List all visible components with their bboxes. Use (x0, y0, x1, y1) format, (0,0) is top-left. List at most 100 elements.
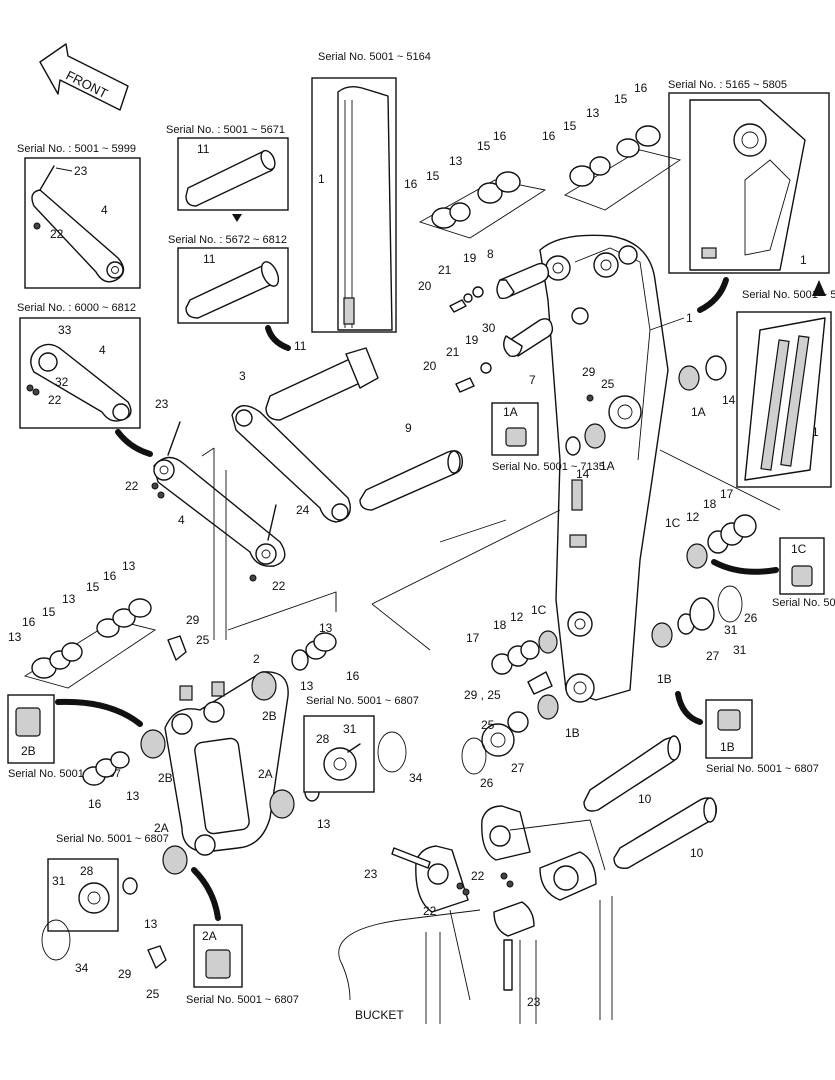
svg-text:29: 29 (186, 613, 200, 627)
serial-caption: Serial No. : 5165 ~ 5805 (668, 79, 787, 91)
svg-text:15: 15 (477, 139, 491, 153)
serial-caption: Serial No. 5001 ~ 6807 (56, 833, 169, 845)
svg-text:16: 16 (634, 81, 648, 95)
svg-text:4: 4 (99, 343, 106, 357)
bushing-icon (15, 707, 41, 737)
svg-text:16: 16 (22, 615, 36, 629)
svg-text:1: 1 (812, 425, 819, 439)
plate-part-28 (78, 882, 110, 914)
bolt-part-23 (391, 847, 513, 991)
arrow-down-icon (232, 214, 242, 222)
svg-text:16: 16 (404, 177, 418, 191)
link-part-4 (31, 165, 125, 283)
pin-part-11 (185, 261, 280, 319)
plate-part-28 (323, 747, 357, 781)
svg-text:1: 1 (686, 311, 693, 325)
svg-text:22: 22 (48, 393, 62, 407)
serial-caption: Serial No. : 5001 ~ 5999 (17, 143, 136, 155)
svg-text:14: 14 (722, 393, 736, 407)
svg-text:14: 14 (576, 467, 590, 481)
link-part-4 (30, 343, 132, 422)
svg-text:22: 22 (272, 579, 286, 593)
svg-text:26: 26 (744, 611, 758, 625)
svg-text:13: 13 (8, 630, 22, 644)
svg-text:1A: 1A (691, 405, 706, 419)
svg-text:1C: 1C (665, 516, 681, 530)
serial-caption: Serial No. 5001 ~ 6807 (306, 695, 419, 707)
svg-text:1A: 1A (503, 405, 518, 419)
svg-text:16: 16 (346, 669, 360, 683)
shim-group-top-left (418, 171, 547, 239)
bushing-icon (717, 709, 741, 731)
svg-text:1: 1 (800, 253, 807, 267)
bearing-1B (537, 694, 559, 720)
svg-text:22: 22 (471, 869, 485, 883)
svg-text:1C: 1C (531, 603, 547, 617)
svg-text:10: 10 (638, 792, 652, 806)
svg-text:8: 8 (487, 247, 494, 261)
svg-text:29: 29 (118, 967, 132, 981)
serial-caption: Serial No. 5001 ~ 5164 (742, 289, 835, 301)
svg-text:30: 30 (482, 321, 496, 335)
svg-text:15: 15 (42, 605, 56, 619)
bushing-1A (584, 423, 606, 449)
serial-caption: Serial No. : 5672 ~ 6812 (168, 234, 287, 246)
pin-part-11 (185, 149, 276, 207)
shim-group-mid (305, 632, 337, 660)
bearing-2A (162, 789, 295, 875)
svg-text:23: 23 (527, 995, 541, 1009)
svg-text:19: 19 (465, 333, 479, 347)
svg-text:13: 13 (319, 621, 333, 635)
svg-text:11: 11 (203, 252, 216, 266)
arm-part-1-section (744, 317, 826, 481)
link-part-3 (231, 405, 351, 523)
svg-text:20: 20 (418, 279, 432, 293)
svg-text:32: 32 (55, 375, 69, 389)
svg-text:13: 13 (317, 817, 331, 831)
svg-text:11: 11 (294, 339, 307, 353)
pin-part-9 (359, 450, 464, 511)
shim-group-top-right (563, 125, 682, 211)
svg-text:16: 16 (542, 129, 556, 143)
svg-text:2A: 2A (258, 767, 273, 781)
svg-text:20: 20 (423, 359, 437, 373)
bucket-brackets (338, 805, 613, 1024)
shim-group-lower (491, 630, 558, 675)
arm-part-1-section (337, 85, 393, 331)
svg-text:16: 16 (103, 569, 117, 583)
svg-text:28: 28 (80, 864, 94, 878)
svg-text:22: 22 (50, 227, 64, 241)
svg-text:9: 9 (405, 421, 412, 435)
svg-text:22: 22 (423, 904, 437, 918)
pin-part-11 (265, 347, 379, 421)
svg-text:4: 4 (101, 203, 108, 217)
link-part-2 (164, 671, 289, 856)
o-ring-34 (377, 731, 407, 773)
svg-text:13: 13 (586, 106, 600, 120)
o-ring-26 (461, 737, 487, 775)
svg-text:34: 34 (409, 771, 423, 785)
svg-text:26: 26 (480, 776, 494, 790)
svg-text:13: 13 (449, 154, 463, 168)
svg-text:29: 29 (582, 365, 596, 379)
svg-text:25: 25 (601, 377, 615, 391)
svg-text:13: 13 (62, 592, 76, 606)
shim-group-left-lower (82, 751, 130, 786)
svg-text:31: 31 (724, 623, 738, 637)
svg-text:2B: 2B (262, 709, 277, 723)
svg-text:18: 18 (703, 497, 717, 511)
svg-text:2B: 2B (158, 771, 173, 785)
serial-caption: Serial No. 5001 ~ 7135 (492, 461, 605, 473)
svg-text:15: 15 (426, 169, 440, 183)
svg-text:1B: 1B (720, 740, 735, 754)
bushing-icon (505, 427, 527, 447)
grease-fitting-icon (167, 635, 187, 661)
svg-text:29 , 25: 29 , 25 (464, 688, 501, 702)
bearing-2B (140, 671, 277, 759)
svg-text:4: 4 (178, 513, 185, 527)
svg-text:34: 34 (75, 961, 89, 975)
svg-text:15: 15 (614, 92, 628, 106)
svg-text:33: 33 (58, 323, 72, 337)
serial-caption: Serial No. 5001 ~ 5164 (318, 51, 431, 63)
